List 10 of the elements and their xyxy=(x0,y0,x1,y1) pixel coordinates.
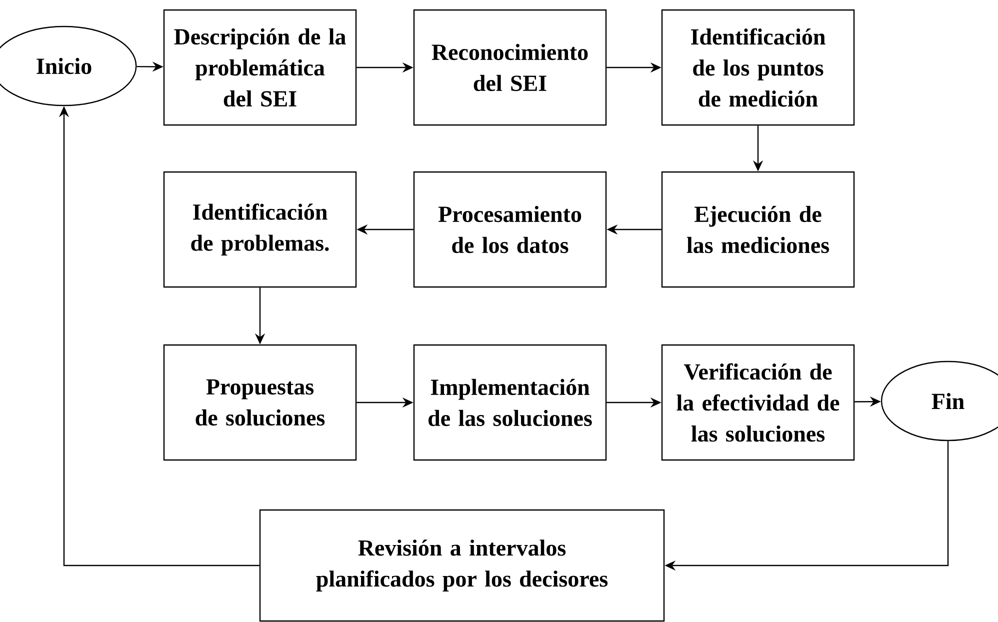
process-box: Propuestas de soluciones xyxy=(163,344,357,461)
process-box: Verificación de la efectividad de las soluciones xyxy=(661,344,855,461)
process-box: Revisión a intervalos planificados por los decisores xyxy=(259,509,665,622)
process-box: Identificación de problemas. xyxy=(163,171,357,288)
process-box: Ejecución de las mediciones xyxy=(661,171,855,288)
process-box: Procesamiento de los datos xyxy=(413,171,607,288)
process-box: Implementación de las soluciones xyxy=(413,344,607,461)
process-box: Descripción de la problemática del SEI xyxy=(163,9,357,126)
process-box: Identificación de los puntos de medición xyxy=(661,9,855,126)
process-box: Reconocimiento del SEI xyxy=(413,9,607,126)
